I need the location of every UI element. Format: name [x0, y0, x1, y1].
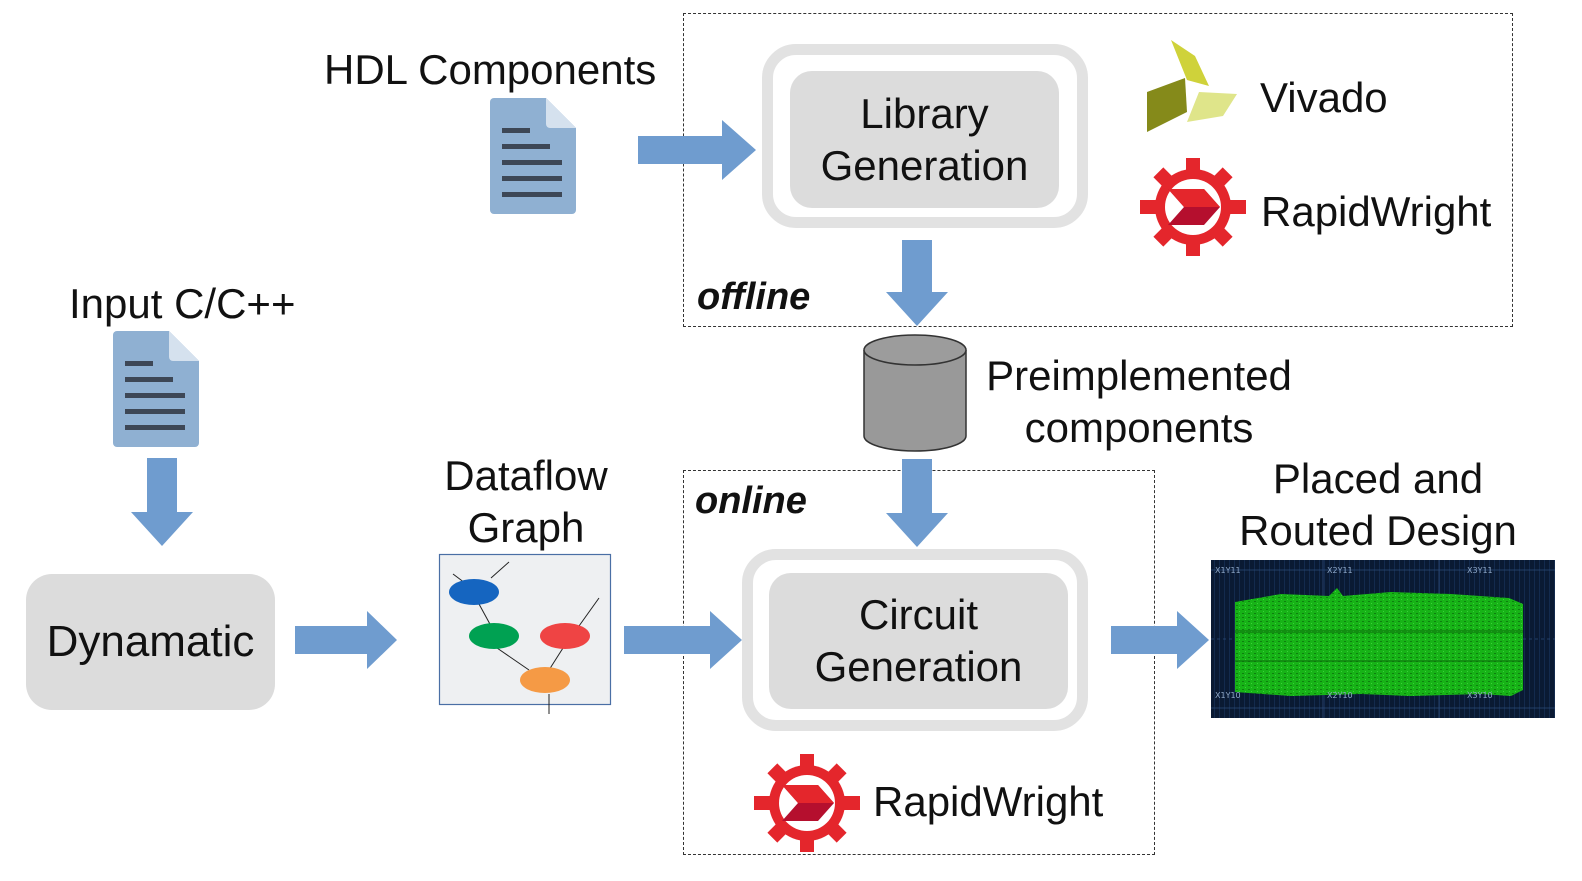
graph-node-red: [540, 623, 590, 649]
fpga-region-label: X2Y10: [1327, 691, 1353, 700]
fpga-layout-image: X1Y11 X2Y11 X3Y11 X1Y10 X2Y10 X3Y10: [1211, 560, 1555, 718]
graph-node-orange: [520, 667, 570, 693]
dataflow-line2: Graph: [467, 504, 585, 551]
graph-node-green: [469, 623, 519, 649]
fpga-region-label: X1Y11: [1215, 566, 1241, 575]
input-document-icon: [113, 331, 199, 447]
fpga-region-label: X1Y10: [1215, 691, 1241, 700]
database-icon: [863, 334, 967, 452]
arrow-dynamatic-to-graph: [295, 611, 397, 669]
library-generation-box: Library Generation: [790, 71, 1059, 208]
arrow-library-to-db: [886, 240, 948, 326]
preimplemented-label: Preimplemented components: [978, 350, 1300, 454]
placed-routed-label: Placed and Routed Design: [1216, 453, 1540, 557]
circuit-generation-line2: Generation: [814, 643, 1023, 690]
arrow-db-to-circuit: [886, 459, 948, 547]
circuit-generation-line1: Circuit: [858, 591, 978, 638]
circuit-generation-box: Circuit Generation: [769, 573, 1068, 709]
preimplemented-line1: Preimplemented: [986, 352, 1292, 399]
placed-line1: Placed and: [1272, 455, 1484, 502]
fpga-region-label: X2Y11: [1327, 566, 1353, 575]
offline-label: offline: [697, 276, 811, 318]
arrow-circuit-to-placed: [1111, 611, 1209, 669]
library-generation-line2: Generation: [820, 141, 1029, 189]
arrow-graph-to-circuit: [624, 611, 742, 669]
arrow-input-to-dynamatic: [131, 458, 193, 546]
graph-node-blue: [449, 579, 499, 605]
hdl-document-icon: [490, 98, 576, 214]
dataflow-graph-label: Dataflow Graph: [426, 450, 626, 554]
online-label: online: [695, 480, 807, 522]
vivado-logo-icon: [1147, 40, 1237, 132]
preimplemented-line2: components: [1024, 404, 1254, 451]
dynamatic-label: Dynamatic: [46, 617, 255, 666]
rapidwright-gear-icon-bottom: [754, 754, 860, 852]
library-generation-line1: Library: [860, 89, 989, 137]
rapidwright-gear-icon: [1140, 158, 1246, 256]
vivado-label: Vivado: [1260, 74, 1388, 121]
placed-line2: Routed Design: [1239, 507, 1517, 554]
rapidwright-label-bottom: RapidWright: [873, 778, 1104, 825]
dataflow-line1: Dataflow: [444, 452, 608, 499]
arrow-hdl-to-library: [638, 120, 756, 180]
dataflow-graph-image: [438, 553, 612, 714]
dynamatic-box: Dynamatic: [26, 574, 275, 710]
rapidwright-label-top: RapidWright: [1261, 188, 1492, 235]
input-cpp-label: Input C/C++: [69, 280, 296, 327]
offline-region: [683, 13, 1513, 327]
fpga-region-label: X3Y10: [1467, 691, 1493, 700]
hdl-components-label: HDL Components: [324, 46, 657, 93]
fpga-region-label: X3Y11: [1467, 566, 1493, 575]
